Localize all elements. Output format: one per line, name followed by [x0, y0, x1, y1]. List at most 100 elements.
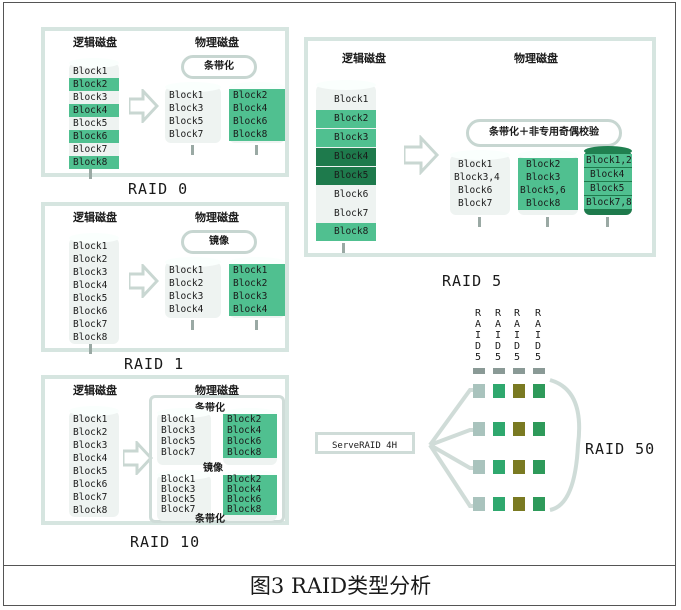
raid50-col-label: RAID5 [494, 308, 502, 363]
block: Block3 [169, 291, 204, 302]
block: Block7 [73, 144, 108, 155]
block: Block3 [161, 484, 196, 495]
block: Block3 [518, 171, 578, 184]
block: Block1 [458, 159, 493, 170]
raid1-disk-2: Block1 Block2 Block3 Block4 [229, 262, 285, 318]
raid5-bubble: 条带化＋非专用奇偶校验 [466, 119, 622, 147]
block: Block1 [73, 241, 108, 252]
raid50-disk [473, 384, 485, 398]
raid10-top-disk-2: Block2 Block4 Block6 Block8 [223, 413, 277, 465]
block: Block2 [69, 78, 119, 91]
raid1-label: RAID 1 [124, 355, 185, 373]
block: Block6 [69, 130, 119, 143]
raid50-disk [493, 422, 505, 436]
block: Block5 [584, 182, 632, 195]
figure-caption: 图3 RAID类型分析 [249, 574, 432, 598]
block: Block5 [73, 466, 108, 477]
block: Block5 [316, 167, 376, 185]
block: Block6 [458, 185, 493, 196]
raid50-disk [493, 460, 505, 474]
block: Block5,6 [518, 184, 578, 197]
block: Block4 [73, 453, 108, 464]
block: Block7 [73, 319, 108, 330]
block: Block6 [229, 115, 285, 128]
block: Block3 [73, 267, 108, 278]
raid10-panel: 逻辑磁盘 物理磁盘 Block1 Block2 Block3 Block4 Bl… [41, 375, 289, 525]
raid10-physical-header: 物理磁盘 [195, 384, 239, 397]
raid5-logical-disk: Block1 Block2 Block3 Block4 Block5 Block… [316, 85, 376, 241]
raid50-disk [473, 460, 485, 474]
raid1-logical-header: 逻辑磁盘 [73, 211, 117, 224]
raid50-disk [533, 422, 545, 436]
block: Block8 [73, 505, 108, 516]
block: Block4 [316, 148, 376, 166]
raid10-top-disk-1: Block1 Block3 Block5 Block7 [157, 413, 211, 465]
raid50-disk [513, 422, 525, 436]
block: Block2 [73, 427, 108, 438]
raid50-col-label: RAID5 [474, 308, 482, 363]
raid50-col-label: RAID5 [513, 308, 521, 363]
raid5-arrow-icon [404, 135, 440, 175]
raid10-logical-disk: Block1 Block2 Block3 Block4 Block5 Block… [69, 411, 119, 517]
raid10-logical-header: 逻辑磁盘 [73, 384, 117, 397]
block: Block5 [73, 293, 108, 304]
raid5-logical-header: 逻辑磁盘 [342, 52, 386, 65]
raid50-disk [493, 384, 505, 398]
block: Block7 [334, 208, 369, 219]
block: Block1,2 [584, 154, 632, 167]
raid5-label: RAID 5 [442, 272, 503, 290]
block: Block7 [161, 504, 196, 515]
raid0-stripe-bubble: 条带化 [181, 55, 257, 79]
block: Block8 [223, 447, 277, 458]
raid10-arrow-icon [123, 441, 153, 475]
disk-leg [191, 320, 194, 330]
block: Block2 [229, 89, 285, 102]
raid1-panel: 逻辑磁盘 物理磁盘 Block1 Block2 Block3 Block4 Bl… [41, 202, 289, 354]
raid50-column-cap [533, 368, 545, 374]
block: Block6 [223, 436, 277, 447]
block: Block2 [223, 414, 277, 425]
block: Block1 [334, 94, 369, 105]
raid50-disk [473, 422, 485, 436]
block: Block7,8 [584, 196, 632, 209]
raid0-logical-disk: Block1 Block2 Block3 Block4 Block5 Block… [69, 63, 119, 169]
block: Block7 [161, 447, 196, 458]
raid1-disk-1: Block1 Block2 Block3 Block4 [165, 262, 221, 318]
raid5-panel: 逻辑磁盘 物理磁盘 Block1 Block2 Block3 Block4 Bl… [304, 37, 656, 257]
raid50-column-cap [493, 368, 505, 374]
raid5-physical-header: 物理磁盘 [514, 52, 558, 65]
block: Block3 [316, 129, 376, 147]
block: Block8 [69, 156, 119, 169]
raid0-label: RAID 0 [128, 180, 189, 198]
block: Block2 [169, 278, 204, 289]
disk-leg [255, 320, 258, 330]
raid10-mirror: 镜像 [203, 463, 223, 474]
block: Block7 [169, 129, 204, 140]
block: Block3,4 [454, 172, 500, 183]
block: Block6 [73, 479, 108, 490]
disk-leg [546, 217, 549, 227]
block: Block2 [229, 277, 285, 290]
block: Block6 [223, 495, 277, 505]
raid50-col-label: RAID5 [534, 308, 542, 363]
block: Block5 [169, 116, 204, 127]
disk-leg [255, 145, 258, 155]
raid1-physical-header: 物理磁盘 [195, 211, 239, 224]
block: Block1 [169, 265, 204, 276]
raid10-stripe-top: 条带化 [195, 403, 225, 414]
block: Block3 [169, 103, 204, 114]
raid50-column-cap [513, 368, 525, 374]
block: Block6 [73, 306, 108, 317]
raid50-disk [533, 460, 545, 474]
block: Block5 [161, 494, 196, 505]
raid1-mirror-bubble: 镜像 [181, 230, 257, 254]
block: Block1 [229, 264, 285, 277]
raid10-bottom-disk-2: Block2 Block4 Block6 Block8 [223, 475, 277, 521]
raid0-disk-2: Block2 Block4 Block6 Block8 [229, 87, 285, 143]
raid10-bottom-disk-1: Block1 Block3 Block5 Block7 [157, 475, 211, 521]
block: Block1 [169, 90, 204, 101]
block: Block4 [69, 104, 119, 117]
raid50-disk [513, 497, 525, 511]
disk-leg [89, 169, 92, 179]
raid10-outline [149, 395, 285, 523]
